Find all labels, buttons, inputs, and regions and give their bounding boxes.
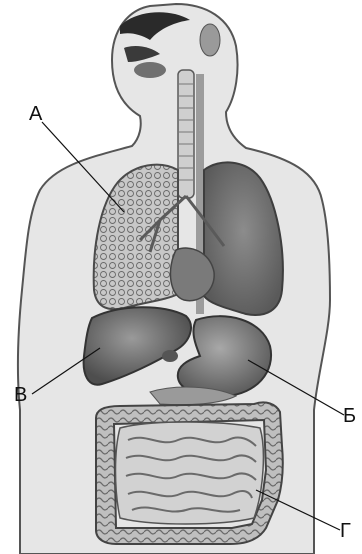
label-a: А: [29, 104, 42, 124]
ear: [200, 24, 220, 56]
label-b: В: [14, 385, 27, 405]
gallbladder: [162, 350, 178, 362]
trachea: [178, 70, 194, 198]
label-c: Б: [343, 406, 356, 426]
tongue: [134, 62, 166, 78]
label-d: Г: [340, 521, 351, 541]
